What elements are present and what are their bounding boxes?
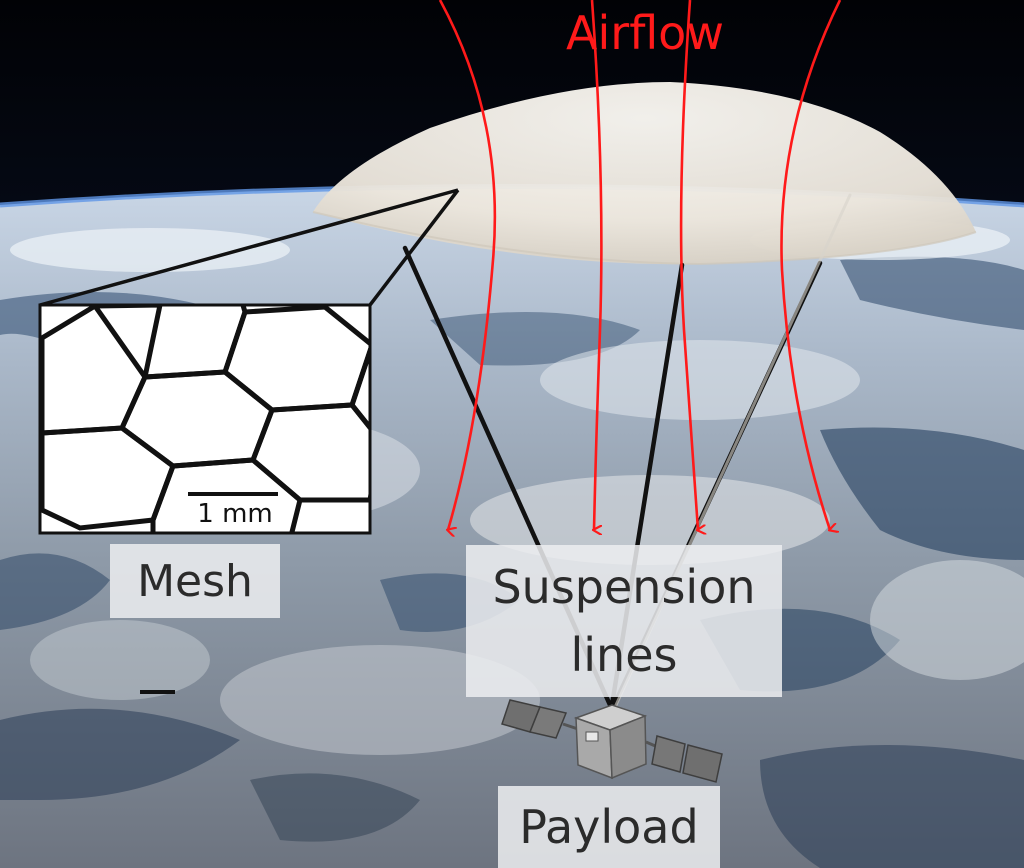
hexagon-mesh (40, 305, 370, 533)
mesh-label-text: Mesh (137, 555, 253, 607)
mesh-zoom-callout (39, 188, 460, 307)
airflow-arrow-3 (679, 0, 698, 530)
scale-bar-label: 1 mm (197, 499, 273, 529)
airflow-arrow-2 (590, 0, 603, 530)
canopy (313, 82, 976, 265)
mesh-label: Mesh (110, 544, 280, 618)
suspension-label-line2: lines (570, 628, 678, 682)
mesh-inset (38, 303, 372, 535)
airflow-arrow-4 (780, 0, 842, 530)
payload-label: Payload (498, 786, 720, 868)
suspension-label-line1: Suspension (492, 560, 756, 614)
payload-label-text: Payload (519, 800, 699, 854)
airflow-arrow-1 (438, 0, 497, 530)
payload-icon (501, 699, 723, 783)
suspension-lines-label: Suspension lines (466, 545, 782, 697)
airflow-arrows (438, 0, 842, 530)
airflow-label: Airflow (566, 6, 724, 60)
